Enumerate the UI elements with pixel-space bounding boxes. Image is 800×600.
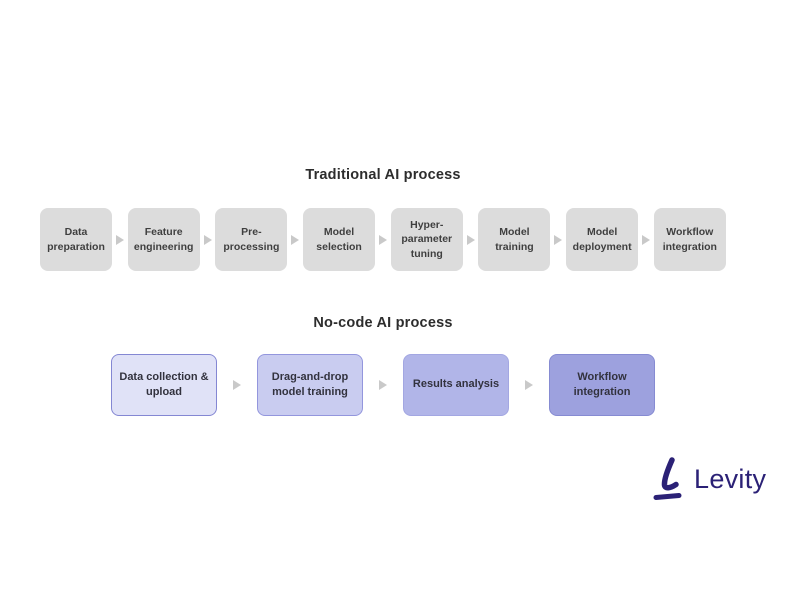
nocode-step-label: Workflow integration xyxy=(573,370,631,398)
traditional-process-row: Data preparation Feature engineering Pre… xyxy=(40,208,726,271)
flow-arrow-icon xyxy=(378,234,387,245)
flow-arrow-icon xyxy=(466,234,475,245)
traditional-step-label: Workflow integration xyxy=(662,226,717,253)
diagram-wrapper: Traditional AI process Data preparation … xyxy=(40,0,726,600)
nocode-step-label: Drag-and-drop model training xyxy=(271,370,349,398)
flow-arrow-icon xyxy=(291,234,300,245)
traditional-step-box: Model selection xyxy=(303,208,376,271)
traditional-step-box: Model training xyxy=(478,208,551,271)
nocode-step-box: Workflow integration xyxy=(549,354,655,416)
nocode-step-label: Data collection & upload xyxy=(119,370,209,398)
traditional-step-box: Hyper-parameter tuning xyxy=(390,208,463,271)
flow-arrow-icon xyxy=(554,234,563,245)
traditional-step-label: Data preparation xyxy=(47,226,105,253)
nocode-process-title: No-code AI process xyxy=(313,315,453,331)
flow-arrow-icon xyxy=(525,380,533,390)
nocode-step-box: Results analysis xyxy=(403,354,509,416)
levity-logomark-icon xyxy=(653,457,682,500)
traditional-step-label: Feature engineering xyxy=(133,226,194,253)
nocode-step-box: Drag-and-drop model training xyxy=(257,354,363,416)
nocode-process-row: Data collection & upload Drag-and-drop m… xyxy=(40,354,726,416)
traditional-step-label: Model selection xyxy=(316,226,362,253)
traditional-step-box: Feature engineering xyxy=(127,208,200,271)
traditional-step-label: Hyper-parameter tuning xyxy=(401,219,453,260)
flow-arrow-icon xyxy=(115,234,124,245)
traditional-step-label: Model training xyxy=(495,226,534,253)
levity-wordmark: Levity xyxy=(694,463,767,494)
nocode-step-label: Results analysis xyxy=(412,378,500,391)
traditional-step-box: Data preparation xyxy=(40,208,112,271)
flow-arrow-icon xyxy=(203,234,212,245)
traditional-step-label: Pre-processing xyxy=(223,226,280,253)
traditional-step-box: Pre-processing xyxy=(215,208,288,271)
traditional-step-box: Workflow integration xyxy=(653,208,726,271)
traditional-step-label: Model deployment xyxy=(572,226,632,253)
levity-logo: Levity xyxy=(651,456,766,502)
nocode-step-box: Data collection & upload xyxy=(111,354,217,416)
flow-arrow-icon xyxy=(233,380,241,390)
traditional-process-title: Traditional AI process xyxy=(305,167,461,183)
flow-arrow-icon xyxy=(379,380,387,390)
flow-arrow-icon xyxy=(641,234,650,245)
traditional-step-box: Model deployment xyxy=(566,208,639,271)
